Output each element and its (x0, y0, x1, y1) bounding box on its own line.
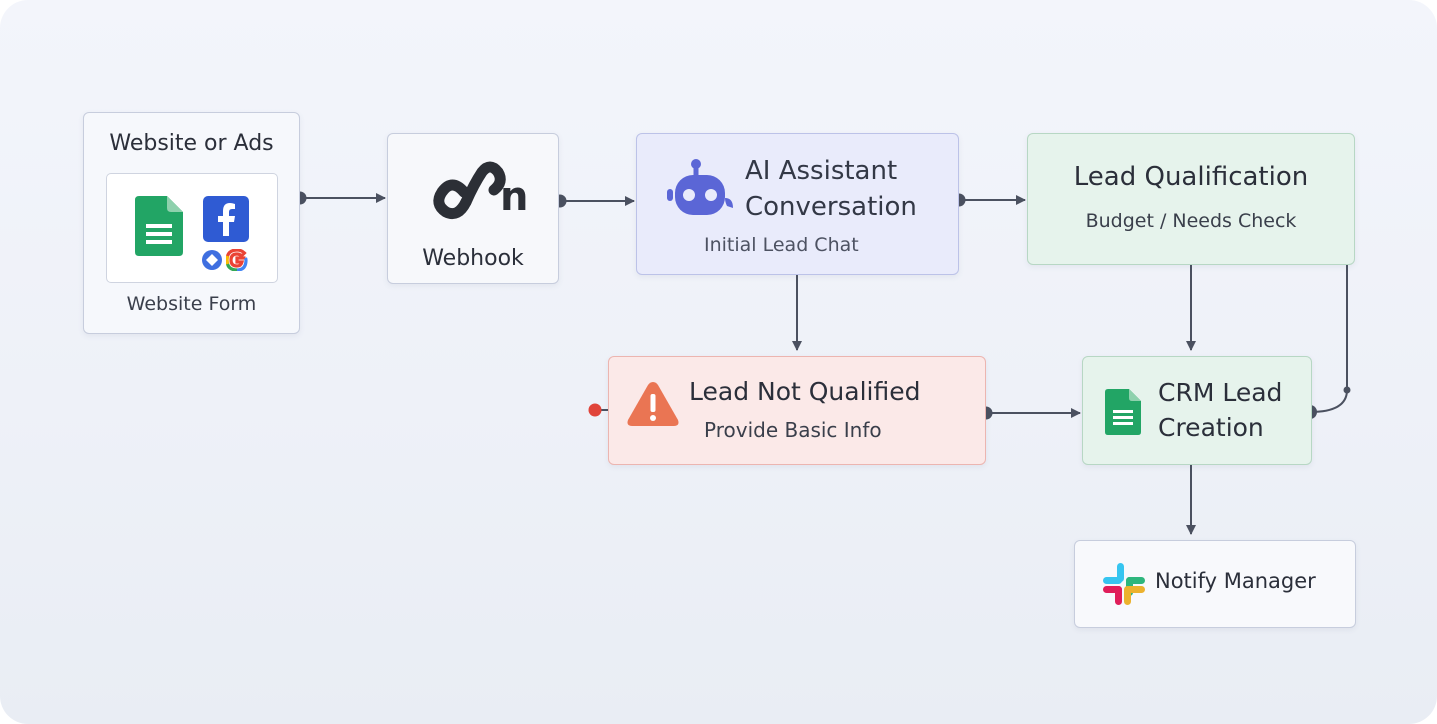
node-notify-manager[interactable]: Notify Manager (1074, 540, 1356, 628)
wire-qualification-side-to-crm (1309, 265, 1348, 413)
node-assistant-title-line2: Conversation (745, 192, 917, 222)
node-lead-not-qualified[interactable]: Lead Not Qualified Provide Basic Info (608, 356, 986, 465)
node-notify-title: Notify Manager (1155, 569, 1316, 593)
node-crm-title-line1: CRM Lead (1158, 378, 1283, 407)
node-website-or-ads[interactable]: Website or Ads (83, 112, 300, 334)
port-side-junction (1343, 386, 1351, 394)
node-qualification-title: Lead Qualification (1073, 162, 1309, 192)
node-lead-qualification[interactable]: Lead Qualification Budget / Needs Check (1027, 133, 1355, 265)
node-not-qualified-subtitle: Provide Basic Info (704, 418, 882, 442)
warning-icon (627, 382, 679, 426)
node-crm-lead-creation[interactable]: CRM Lead Creation (1082, 356, 1312, 465)
node-assistant-title-line1: AI Assistant (745, 156, 898, 186)
facebook-icon (203, 196, 249, 242)
node-ai-assistant[interactable]: AI Assistant Conversation Initial Lead C… (636, 133, 959, 275)
node-webhook[interactable]: n Webhook (387, 133, 559, 284)
website-icon-panel (106, 173, 278, 283)
error-dot (588, 403, 602, 417)
google-sheets-icon (135, 196, 183, 256)
node-qualification-subtitle: Budget / Needs Check (1085, 210, 1297, 232)
google-icon (226, 249, 248, 271)
node-crm-title-line2: Creation (1158, 413, 1264, 442)
diamond-badge-icon (202, 250, 222, 270)
node-assistant-subtitle: Initial Lead Chat (704, 234, 859, 256)
n8n-logo-icon: n (433, 161, 528, 220)
node-website-subtitle: Website Form (126, 293, 257, 315)
node-not-qualified-title: Lead Not Qualified (689, 377, 921, 406)
slack-icon (1103, 563, 1145, 605)
google-sheets-icon (1105, 389, 1141, 435)
robot-icon (667, 159, 733, 215)
svg-text:n: n (500, 174, 528, 220)
node-webhook-title: Webhook (422, 246, 524, 271)
node-website-title: Website or Ads (109, 131, 274, 156)
